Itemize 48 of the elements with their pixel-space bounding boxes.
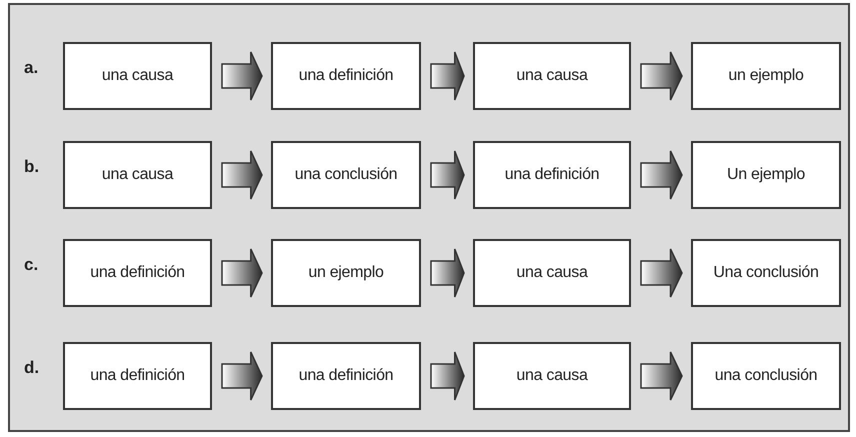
row-letter: a.: [24, 58, 38, 78]
box-text: una definición: [90, 264, 185, 282]
box-text: Una conclusión: [713, 264, 819, 282]
block-arrow: [221, 351, 263, 401]
box-text: una definición: [298, 67, 394, 85]
text-box: [271, 239, 421, 307]
box-text: un ejemplo: [308, 264, 384, 282]
block-arrow: [221, 248, 263, 298]
text-box: [63, 42, 212, 110]
text-box: [63, 239, 212, 307]
row-letter: c.: [24, 255, 38, 275]
text-box: [271, 342, 421, 410]
text-box: [63, 342, 212, 410]
box-text: una definición: [90, 367, 185, 385]
text-box: [271, 141, 421, 209]
block-arrow: [640, 351, 683, 401]
box-text: una definición: [298, 367, 394, 385]
text-box: [473, 141, 631, 209]
box-text: una causa: [102, 67, 174, 85]
block-arrow: [221, 51, 263, 101]
row-letter: d.: [24, 358, 40, 378]
box-text: una conclusión: [294, 166, 398, 184]
box-text: una causa: [516, 367, 588, 385]
block-arrow: [430, 248, 465, 298]
block-arrow: [640, 248, 683, 298]
text-box: [473, 42, 631, 110]
block-arrow: [430, 150, 465, 200]
text-box: [473, 342, 631, 410]
block-arrow: [640, 150, 683, 200]
box-text: una causa: [516, 67, 588, 85]
box-text: Un ejemplo: [727, 166, 805, 184]
text-box: [691, 239, 841, 307]
row-letter: b.: [24, 157, 40, 177]
box-text: un ejemplo: [728, 67, 804, 85]
text-box: [691, 42, 841, 110]
box-text: una definición: [504, 166, 600, 184]
text-box: [473, 239, 631, 307]
text-box: [63, 141, 212, 209]
block-arrow: [430, 351, 465, 401]
box-text: una causa: [516, 264, 588, 282]
box-text: una causa: [102, 166, 174, 184]
text-box: [691, 141, 841, 209]
text-box: [691, 342, 841, 410]
block-arrow: [640, 51, 683, 101]
text-box: [271, 42, 421, 110]
block-arrow: [221, 150, 263, 200]
box-text: una conclusión: [714, 367, 818, 385]
block-arrow: [430, 51, 465, 101]
